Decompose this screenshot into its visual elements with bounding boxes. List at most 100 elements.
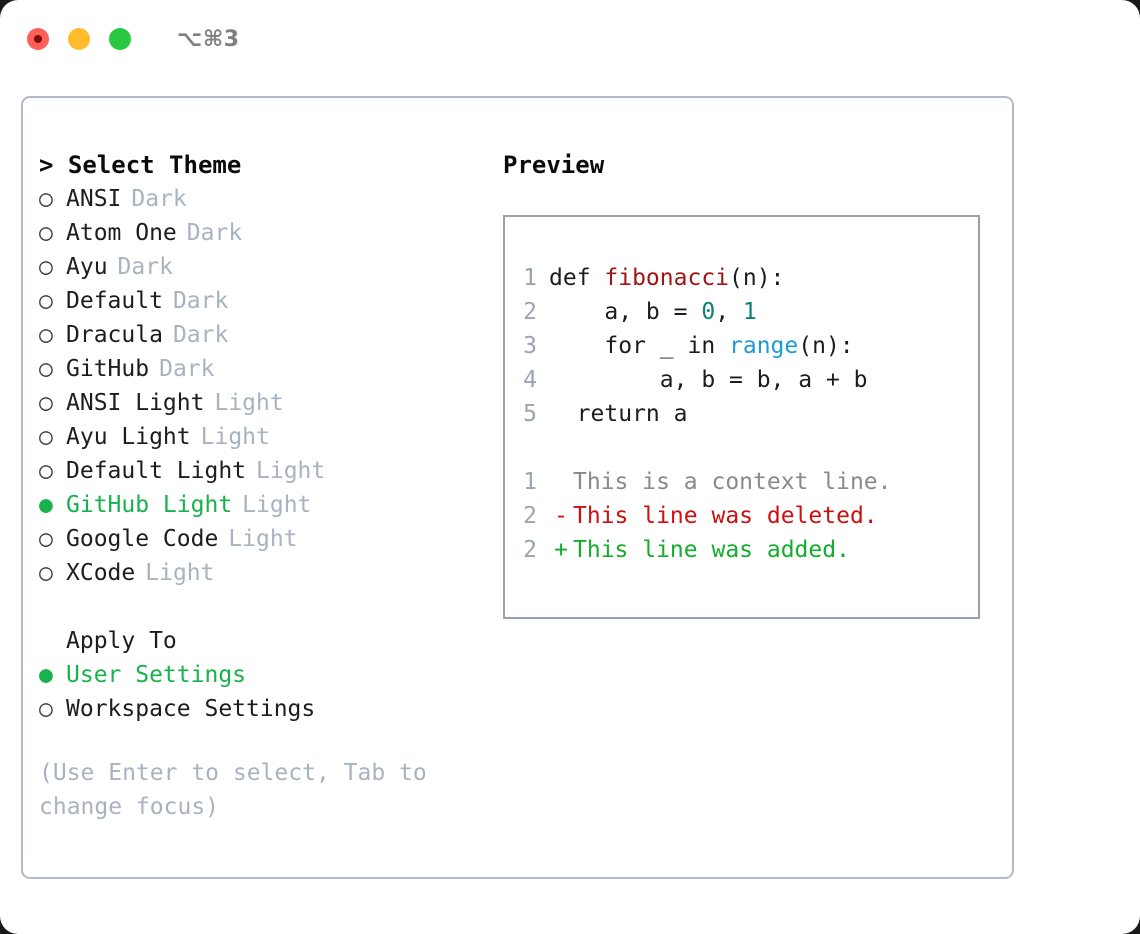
theme-name: GitHub Light <box>66 492 233 518</box>
code-token: return a <box>549 401 688 427</box>
code-token: def <box>549 265 605 291</box>
theme-name: Ayu Light <box>66 424 191 450</box>
theme-list-item[interactable]: ○ Google Code Light <box>39 522 503 556</box>
code-token: range <box>729 333 799 359</box>
theme-name: GitHub <box>66 356 150 382</box>
code-token: (n): <box>798 333 854 359</box>
radio-icon[interactable]: ○ <box>39 526 53 552</box>
theme-variant-badge: Dark <box>186 220 243 246</box>
diff-block: 1 This is a context line. 2-This line was… <box>523 465 978 567</box>
window-controls <box>27 28 131 50</box>
theme-name: ANSI <box>66 186 122 212</box>
theme-variant-badge: Light <box>256 458 326 484</box>
apply-to-list[interactable]: ● User Settings ○ Workspace Settings <box>39 658 503 726</box>
radio-icon[interactable]: ○ <box>39 458 53 484</box>
theme-variant-badge: Dark <box>131 186 187 212</box>
code-line: 3 for _ in range(n): <box>523 329 978 363</box>
apply-to-item[interactable]: ○ Workspace Settings <box>39 692 503 726</box>
diff-text: This is a context line. <box>573 469 892 495</box>
radio-icon[interactable]: ○ <box>39 696 53 722</box>
theme-list-item[interactable]: ○ Ayu Light Light <box>39 420 503 454</box>
apply-to-label: User Settings <box>66 662 247 688</box>
theme-variant-badge: Light <box>214 390 284 416</box>
radio-icon[interactable]: ○ <box>39 254 53 280</box>
line-number: 2 <box>523 299 537 325</box>
theme-name: Atom One <box>66 220 177 246</box>
radio-selected-icon[interactable]: ● <box>39 492 53 518</box>
theme-list-item[interactable]: ○ GitHub Dark <box>39 352 503 386</box>
keyboard-hint: (Use Enter to select, Tab to change focu… <box>39 760 427 820</box>
radio-selected-icon[interactable]: ● <box>39 662 53 688</box>
theme-list-item[interactable]: ○ ANSI Dark <box>39 182 503 216</box>
theme-name: XCode <box>66 560 136 586</box>
shortcut-label: ⌥⌘3 <box>177 26 240 52</box>
code-token: for _ in <box>549 333 730 359</box>
radio-icon[interactable]: ○ <box>39 390 53 416</box>
theme-list-item[interactable]: ○ Default Light Light <box>39 454 503 488</box>
theme-list-item[interactable]: ○ XCode Light <box>39 556 503 590</box>
code-token: 0 <box>701 299 716 325</box>
theme-list-item[interactable]: ● GitHub Light Light <box>39 488 503 522</box>
diff-line: 2-This line was deleted. <box>523 499 978 533</box>
apply-to-item[interactable]: ● User Settings <box>39 658 503 692</box>
code-line: 5 return a <box>523 397 978 431</box>
theme-list-item[interactable]: ○ Atom One Dark <box>39 216 503 250</box>
title-bar: ⌥⌘3 <box>0 0 1140 78</box>
theme-variant-badge: Light <box>242 492 312 518</box>
radio-icon[interactable]: ○ <box>39 186 53 212</box>
code-text: def fibonacci(n): <box>549 261 784 295</box>
line-number: 3 <box>523 333 537 359</box>
theme-variant-badge: Light <box>145 560 215 586</box>
radio-icon[interactable]: ○ <box>39 356 53 382</box>
code-text: return a <box>549 397 688 431</box>
line-number: 2 <box>523 537 537 563</box>
line-number: 5 <box>523 401 537 427</box>
code-token: (n): <box>729 265 785 291</box>
close-icon <box>34 35 42 43</box>
theme-name: Google Code <box>66 526 219 552</box>
page-title: > Select Theme <box>39 151 242 179</box>
code-token: a, b = <box>549 299 702 325</box>
blank-marker-icon: ○ <box>39 624 66 658</box>
maximize-button[interactable] <box>109 28 131 50</box>
diff-text: This line was deleted. <box>573 503 878 529</box>
radio-icon[interactable]: ○ <box>39 220 53 246</box>
apply-to-label: Workspace Settings <box>66 696 316 722</box>
radio-icon[interactable]: ○ <box>39 288 53 314</box>
code-token: fibonacci <box>604 265 730 291</box>
line-number: 1 <box>523 469 537 495</box>
line-number: 2 <box>523 503 537 529</box>
theme-variant-badge: Dark <box>172 322 229 348</box>
theme-variant-badge: Dark <box>159 356 215 382</box>
radio-icon[interactable]: ○ <box>39 424 53 450</box>
radio-icon[interactable]: ○ <box>39 322 53 348</box>
minimize-button[interactable] <box>68 28 90 50</box>
preview-title: Preview <box>503 151 605 179</box>
theme-name: Ayu <box>66 254 108 280</box>
close-button[interactable] <box>27 28 49 50</box>
diff-marker-icon: + <box>554 537 568 563</box>
diff-text: This line was added. <box>573 537 850 563</box>
line-number: 4 <box>523 367 537 393</box>
radio-icon[interactable]: ○ <box>39 560 53 586</box>
code-token: a, b = b, a + b <box>549 367 868 393</box>
theme-list-item[interactable]: ○ Dracula Dark <box>39 318 503 352</box>
code-line: 2 a, b = 0, 1 <box>523 295 978 329</box>
theme-name: Default Light <box>66 458 247 484</box>
theme-variant-badge: Light <box>228 526 298 552</box>
code-line: 4 a, b = b, a + b <box>523 363 978 397</box>
theme-variant-badge: Light <box>200 424 270 450</box>
diff-marker-icon <box>549 465 573 499</box>
theme-name: Dracula <box>66 322 163 348</box>
